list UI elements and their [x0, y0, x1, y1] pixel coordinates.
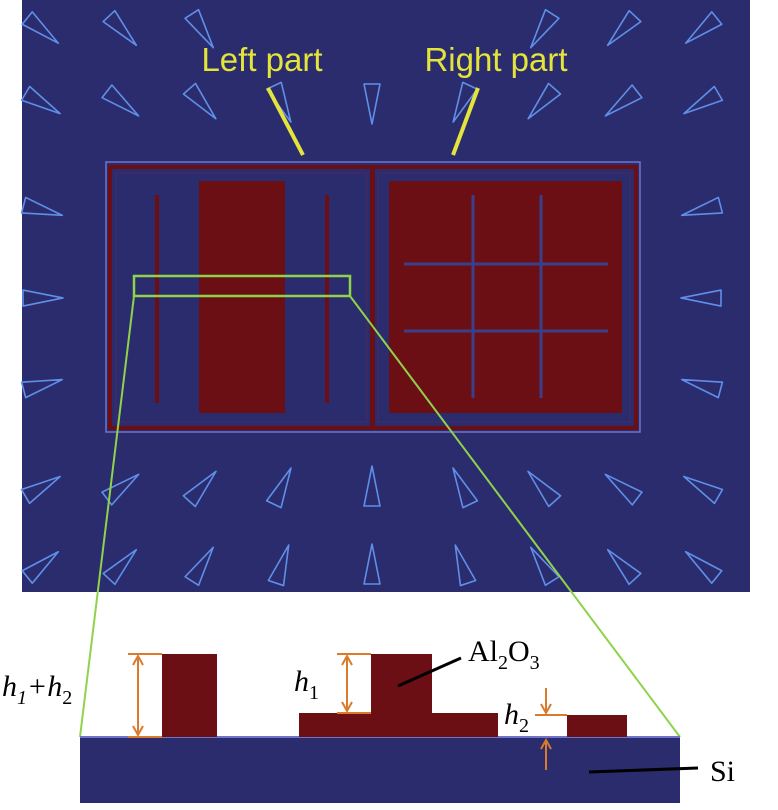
triangle-element [527, 82, 562, 120]
triangle-element [680, 289, 722, 307]
thin-layer [567, 715, 627, 737]
outer-light-frame [105, 161, 641, 433]
al2o3-leader [397, 656, 462, 688]
triangle-element [184, 546, 215, 587]
triangle-element [101, 84, 140, 117]
dim-arrow-up [341, 653, 353, 666]
h2-label: h2 [504, 698, 529, 737]
left-part-pointer [266, 87, 305, 156]
dim-arrow-top-head [540, 703, 552, 716]
si-leader [588, 766, 699, 774]
triangle-element [683, 85, 724, 115]
triangle-element [454, 544, 477, 587]
triangle-element [680, 378, 724, 399]
center-divider [370, 167, 375, 428]
zoom-line-left [79, 295, 135, 738]
triangle-element [102, 548, 138, 586]
triangle-element [452, 81, 479, 123]
triangle-element [20, 196, 64, 217]
dim-arrow-bottom-head [540, 737, 552, 750]
dimension-h1-plus-h2 [128, 653, 162, 738]
triangle-element [267, 544, 290, 587]
triangle-array [20, 8, 724, 587]
right-part-label: Right part [424, 41, 567, 78]
dim-arrow-down [341, 701, 353, 714]
triangle-element [363, 543, 381, 585]
right-block [389, 181, 622, 413]
dim-arrow-up [132, 653, 144, 666]
triangle-element [529, 8, 560, 49]
triangle-element [452, 467, 479, 509]
triangle-element [182, 470, 217, 508]
triangle-element [21, 11, 60, 45]
zoom-line-right [349, 295, 681, 738]
tall-pillar [162, 654, 217, 737]
triangle-element [20, 85, 61, 115]
triangle-element [20, 378, 64, 399]
triangle-element [606, 548, 642, 586]
left-thin-bar-2 [325, 195, 329, 403]
triangle-element [680, 196, 724, 217]
triangle-element [184, 8, 215, 49]
triangle-element [527, 470, 562, 508]
right-part-pointer [451, 87, 480, 156]
al2o3-label: Al2O3 [468, 635, 540, 674]
top-view-substrate [22, 0, 750, 592]
inner-frame-left [115, 172, 368, 423]
triangle-element [182, 82, 217, 120]
triangle-element [21, 550, 60, 584]
triangle-element [529, 546, 560, 587]
h1-label: h1 [294, 665, 319, 704]
triangle-element [101, 473, 140, 506]
si-label: Si [710, 755, 735, 788]
triangle-element [606, 9, 642, 47]
stepped-base [299, 713, 498, 737]
h1-plus-h2-label: h1+h2 [2, 670, 72, 709]
cross-section: h1+h2 h1 h2 Al2O3 Si [2, 635, 735, 803]
triangle-element [363, 83, 381, 125]
dimension-h2 [535, 688, 567, 770]
triangle-element [20, 475, 61, 505]
triangle-element [684, 11, 723, 45]
triangle-element [265, 467, 292, 509]
triangle-element [684, 550, 723, 584]
triangle-element [363, 465, 381, 507]
right-grid-lines [404, 195, 608, 398]
si-substrate [80, 737, 680, 803]
left-thin-bar-1 [155, 195, 159, 403]
triangle-element [22, 289, 64, 307]
triangle-element [604, 84, 643, 117]
left-part-label: Left part [201, 41, 322, 78]
inner-frame-right [377, 172, 631, 423]
triangle-element [102, 9, 138, 47]
triangle-element [604, 473, 643, 506]
triangle-element [683, 475, 724, 505]
dimension-h1 [337, 653, 371, 714]
zoom-selection-box [132, 274, 352, 298]
dim-arrow-down [132, 725, 144, 738]
